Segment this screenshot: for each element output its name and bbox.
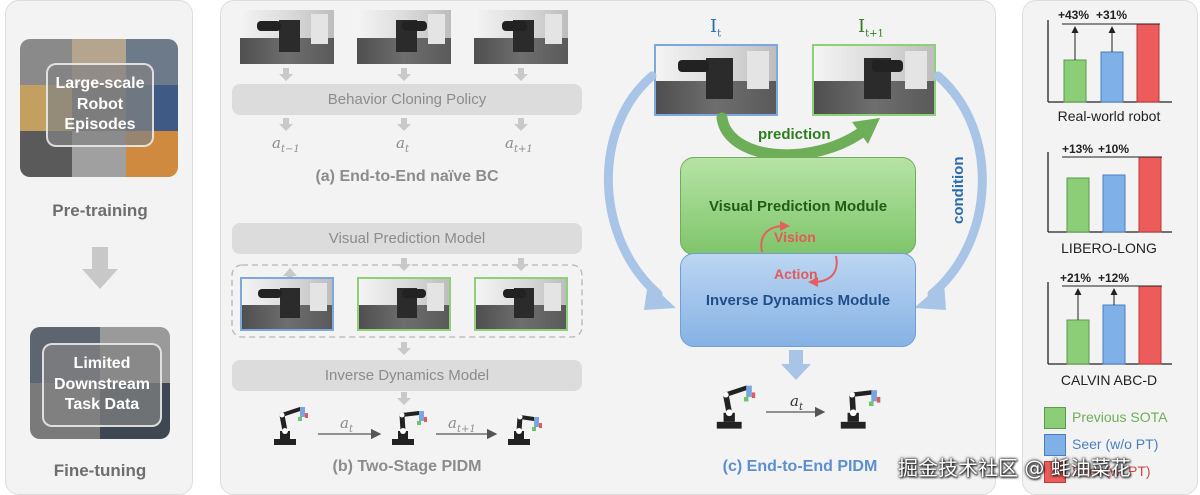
frame-a-1 (240, 10, 334, 64)
inverse-dynamics-model-box: Inverse Dynamics Model (232, 360, 582, 391)
gain-libero-seer: +10% (1098, 142, 1130, 156)
frame-b-1 (240, 277, 334, 331)
frame-label-now: It (710, 16, 722, 40)
chart-calvin (1047, 282, 1172, 365)
frame-label-next: It+1 (858, 16, 884, 40)
caption-c: (c) End-to-End PIDM (722, 458, 878, 475)
watermark-text: 掘金技术社区 @ 蚝油菜花 (898, 456, 1131, 480)
legend-swatch-previous-sota (1044, 407, 1066, 429)
pretrain-finetune-panel: Large-scale Robot Episodes Pre-training … (5, 0, 193, 495)
gain-calvin-seer: +12% (1098, 271, 1130, 285)
action-label: Action (774, 266, 818, 282)
action-b-next: at+1 (448, 414, 476, 435)
legend-swatch-seer-no-pt (1044, 434, 1066, 456)
prediction-label: prediction (758, 126, 831, 143)
gain-real-world-seer: +31% (1096, 8, 1128, 22)
legend-seer-pt: Seer (w/ PT) (1072, 463, 1151, 479)
chart-label-real-world: Real-world robot (1057, 108, 1161, 124)
robot-arm-icon (716, 385, 756, 429)
vpm-title: Visual Prediction Module (708, 198, 888, 215)
robot-arm-icon (840, 390, 881, 429)
pretrain-line-2: Robot (76, 95, 124, 113)
pretrain-line-1: Large-scale (55, 74, 145, 92)
gain-libero-sota: +13% (1062, 142, 1094, 156)
finetune-line-1: Limited (73, 354, 131, 372)
action-c-now: at (790, 392, 803, 413)
legend-swatch-seer-pt (1044, 461, 1066, 483)
chart-label-libero: LIBERO-LONG (1061, 240, 1157, 256)
down-arrow-icon (82, 247, 118, 289)
pretrain-data-box: Large-scale Robot Episodes (46, 63, 154, 147)
pretraining-label: Pre-training (52, 201, 148, 220)
legend-seer-no-pt: Seer (w/o PT) (1072, 436, 1159, 452)
inverse-dynamics-module: Inverse Dynamics Module (680, 253, 916, 347)
behavior-cloning-policy-box: Behavior Cloning Policy (232, 84, 582, 115)
visual-prediction-model-box: Visual Prediction Model (232, 223, 582, 254)
finetuning-label: Fine-tuning (53, 461, 147, 480)
current-frame-image (654, 44, 778, 116)
chart-libero-long (1047, 152, 1172, 233)
visual-prediction-module: Visual Prediction Module (680, 157, 916, 255)
finetune-line-3: Task Data (64, 396, 140, 414)
finetune-line-2: Downstream (53, 375, 151, 393)
action-a-next: at+1 (505, 134, 533, 155)
action-a-prev: at−1 (272, 134, 300, 155)
idm-title: Inverse Dynamics Module (705, 292, 891, 309)
finetune-data-box: Limited Downstream Task Data (42, 343, 162, 427)
robot-arm-icon (508, 414, 542, 445)
next-frame-image (812, 44, 936, 116)
robot-arm-icon (392, 411, 427, 445)
frame-b-2 (357, 277, 451, 331)
action-b-now: at (340, 414, 353, 435)
caption-a: (a) End-to-End naïve BC (315, 168, 499, 185)
frame-a-2 (357, 10, 451, 64)
action-a-now: at (396, 134, 409, 155)
legend-previous-sota: Previous SOTA (1072, 409, 1168, 425)
gain-calvin-sota: +21% (1060, 271, 1092, 285)
caption-b: (b) Two-Stage PIDM (332, 458, 482, 475)
chart-label-calvin: CALVIN ABC-D (1060, 372, 1158, 388)
gain-real-world-sota: +43% (1058, 8, 1090, 22)
frame-b-3 (474, 277, 568, 331)
vision-label: Vision (774, 229, 816, 245)
chart-real-world (1047, 20, 1172, 103)
pretrain-line-3: Episodes (64, 116, 136, 134)
frame-a-3 (474, 10, 568, 64)
robot-arm-icon (274, 407, 308, 445)
